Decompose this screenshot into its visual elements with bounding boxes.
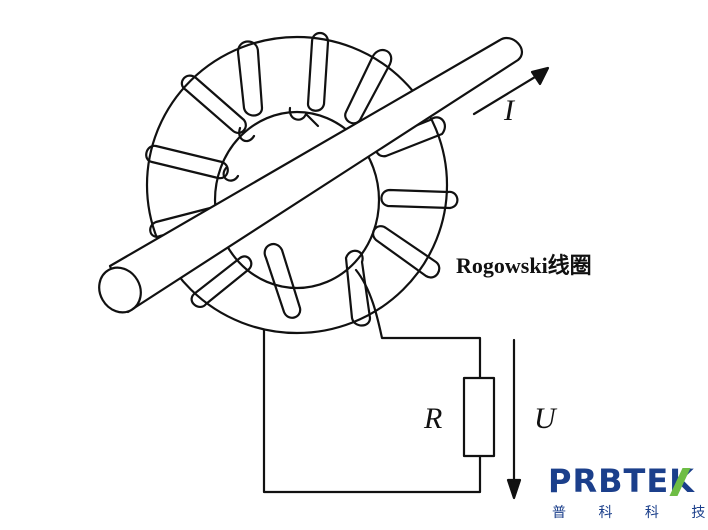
resistor-r: [462, 376, 496, 458]
conductor-rod: [98, 37, 524, 314]
current-label: I: [504, 94, 514, 127]
conductor-end: [98, 266, 142, 314]
current-arrowhead: [530, 66, 550, 86]
lead-wire-right: [354, 268, 482, 380]
voltage-arrowhead: [506, 478, 522, 500]
logo-brand-main: PRBTE: [548, 462, 670, 500]
coil-label: Rogowski线圈: [456, 253, 592, 278]
lead-wire-left: [262, 328, 482, 494]
prbtek-logo: PRBTEK 普 科 科 技: [548, 462, 705, 526]
logo-subtitle: 普 科 科 技: [552, 505, 708, 521]
current-arrow: [472, 72, 542, 116]
resistor-label: R: [424, 402, 443, 435]
voltage-label: U: [534, 402, 556, 435]
